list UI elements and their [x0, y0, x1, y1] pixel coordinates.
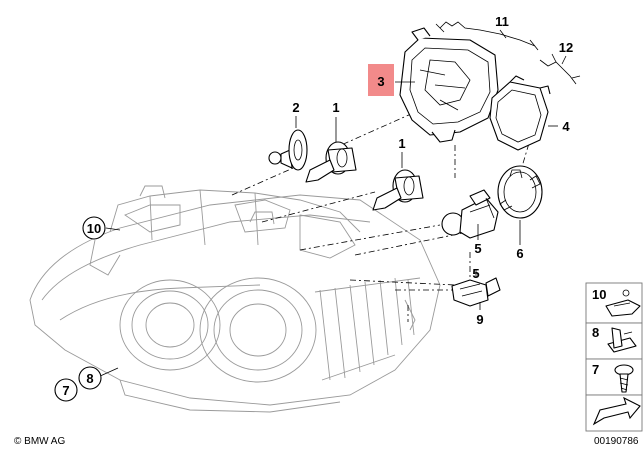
callout-4: 4 [562, 119, 570, 134]
clip-nut-icon [605, 289, 641, 317]
rear-cover-3[interactable] [399, 27, 499, 143]
frame-4[interactable] [489, 75, 551, 151]
diagram-number: 00190786 [594, 436, 639, 447]
bulb-socket-5-lower[interactable] [451, 277, 501, 307]
callout-2: 2 [292, 100, 299, 115]
screw-icon [614, 364, 634, 393]
callout-11: 11 [495, 14, 509, 29]
callout-5-upper: 5 [474, 241, 481, 256]
leader-lines [97, 29, 567, 378]
wire-12[interactable] [539, 53, 581, 85]
callout-7: 7 [62, 383, 69, 398]
legend-number-10: 10 [592, 287, 606, 302]
legend-number-8: 8 [592, 325, 599, 340]
legend-number-7: 7 [592, 362, 599, 377]
direction-arrow-icon [592, 396, 641, 426]
callout-3-highlight [368, 64, 394, 96]
callout-6: 6 [516, 246, 523, 261]
small-parts-legend: 10 8 7 [585, 282, 643, 432]
callout-1-lower: 1 [398, 136, 405, 151]
headlight-housing [29, 185, 441, 413]
callout-5-lower: 5 [472, 266, 479, 281]
copyright-text: © BMW AG [14, 436, 65, 447]
callouts: 2 1 1 3 4 5 5 6 9 11 12 10 7 8 [54, 14, 573, 402]
bulb-2[interactable] [268, 129, 308, 171]
callout-12: 12 [559, 40, 573, 55]
callout-10: 10 [87, 221, 101, 236]
spring-nut-icon [607, 327, 637, 353]
callout-8: 8 [86, 371, 93, 386]
bulb-socket-5-upper[interactable] [441, 189, 499, 239]
bulb-1-lower[interactable] [372, 169, 424, 211]
wire-11[interactable] [435, 21, 539, 51]
cover-cap-6[interactable] [497, 165, 543, 219]
callout-9: 9 [476, 312, 483, 327]
callout-1-upper: 1 [332, 100, 339, 115]
bulb-1-upper[interactable] [305, 141, 357, 183]
callout-3: 3 [377, 74, 384, 89]
